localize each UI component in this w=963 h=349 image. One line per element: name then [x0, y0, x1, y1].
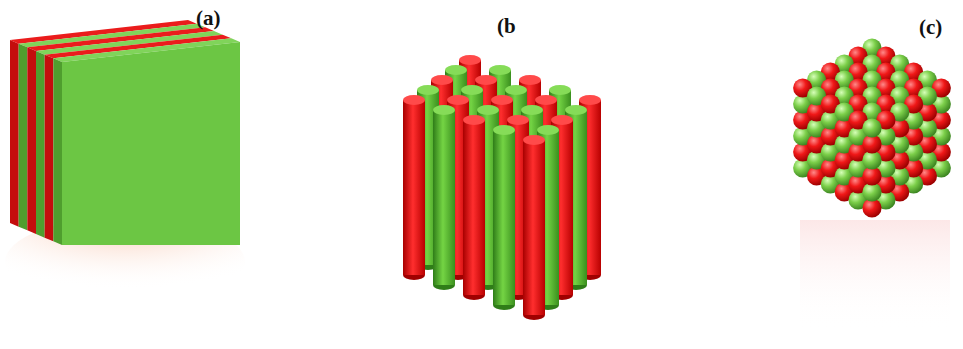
- cylinder-top: [463, 115, 485, 125]
- cylinder-top: [475, 75, 497, 85]
- cylinder-body: [463, 120, 485, 295]
- front-face: [62, 42, 240, 245]
- cylinder-top: [431, 75, 453, 85]
- cylinder-top: [519, 75, 541, 85]
- cylinder-top: [417, 85, 439, 95]
- cylinder-top: [403, 95, 425, 105]
- floor-reflection: [800, 220, 950, 330]
- cylinder-top: [447, 95, 469, 105]
- cylinder-top: [445, 65, 467, 75]
- layered-cube: [10, 20, 240, 245]
- panel-label: (a): [196, 8, 221, 29]
- cylinder-top: [523, 135, 545, 145]
- sphere: [862, 118, 881, 137]
- cylinder-top: [433, 105, 455, 115]
- cylinder-bundle: [403, 55, 601, 320]
- cylinder-top: [551, 115, 573, 125]
- sphere: [862, 118, 881, 137]
- cylinder-top: [505, 85, 527, 95]
- layer-side: [36, 51, 45, 238]
- cylinder-top: [493, 125, 515, 135]
- cylinder-body: [403, 100, 425, 275]
- layer-side: [27, 47, 36, 234]
- panel-label: (c): [919, 17, 942, 38]
- cylinder-top: [491, 95, 513, 105]
- cylinder-top: [507, 115, 529, 125]
- layer-side: [53, 58, 62, 245]
- cylinder-top: [461, 85, 483, 95]
- cylinder-body: [523, 140, 545, 315]
- cylinder-top: [579, 95, 601, 105]
- panel-label: (b: [497, 16, 516, 37]
- cylinder-top: [489, 65, 511, 75]
- cylinder-top: [537, 125, 559, 135]
- layer-side: [10, 40, 19, 227]
- cylinder-top: [549, 85, 571, 95]
- sphere: [862, 118, 881, 137]
- cylinder-body: [433, 110, 455, 285]
- layer-side: [45, 55, 54, 242]
- cylinder-top: [521, 105, 543, 115]
- sphere-cube: [793, 38, 951, 217]
- cylinder-top: [477, 105, 499, 115]
- layer-side: [19, 44, 28, 231]
- cylinder-top: [565, 105, 587, 115]
- cylinder-top: [535, 95, 557, 105]
- cylinder-body: [493, 130, 515, 305]
- sphere: [862, 118, 881, 137]
- cylinder-top: [459, 55, 481, 65]
- sphere: [862, 118, 881, 137]
- sphere: [862, 118, 881, 137]
